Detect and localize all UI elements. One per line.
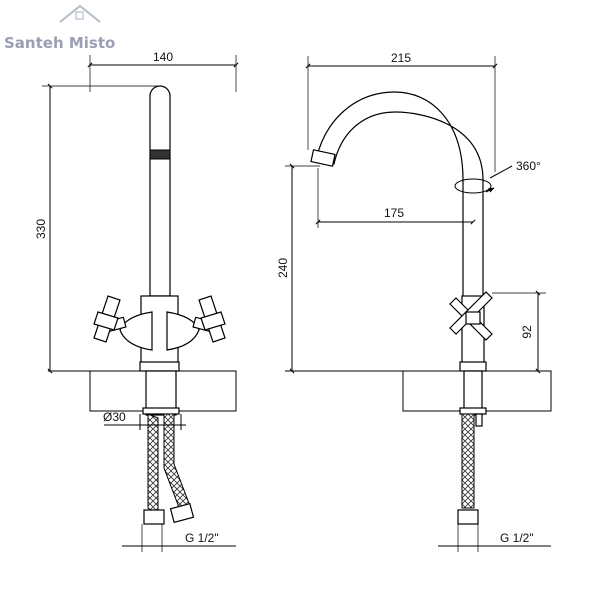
side-gooseneck-spout: [315, 91, 484, 301]
front-spout-pipe: [149, 85, 171, 297]
rotation-ellipse: [454, 178, 492, 194]
front-diameter-dimension: Ø30: [103, 410, 126, 424]
house-window-icon: [75, 11, 84, 20]
side-reach-dimension: 175: [384, 206, 404, 220]
brand-logo-text: Santeh Misto: [4, 34, 115, 52]
side-hose-fitting: [457, 509, 479, 525]
side-view: 360° 215 175 240 92 G 1/2": [276, 51, 552, 552]
side-rotation-dimension: 360°: [516, 159, 541, 173]
side-height-dimension: 240: [276, 258, 290, 278]
front-width-dimension: 140: [153, 50, 173, 64]
brand-logo: Santeh Misto: [4, 4, 115, 52]
house-roof-icon: [59, 4, 101, 23]
side-width-dimension: 215: [391, 51, 411, 65]
front-view: 140 330 Ø30 G 1/2": [34, 50, 239, 552]
side-aerator: [310, 149, 336, 167]
side-hose: [461, 413, 475, 509]
side-handle: [449, 291, 493, 341]
front-hose-left: [147, 413, 159, 518]
front-left-handle: [93, 295, 153, 351]
front-hose-fitting-left: [143, 509, 165, 525]
side-handle-height-dimension: 92: [520, 325, 534, 339]
front-thread-dimension: G 1/2": [185, 531, 219, 545]
front-hose-fitting-right: [169, 502, 195, 524]
front-height-dimension: 330: [34, 219, 48, 239]
front-hose-right: [163, 413, 191, 511]
front-right-handle: [166, 295, 226, 351]
front-aerator: [149, 149, 171, 160]
side-thread-dimension: G 1/2": [500, 531, 534, 545]
